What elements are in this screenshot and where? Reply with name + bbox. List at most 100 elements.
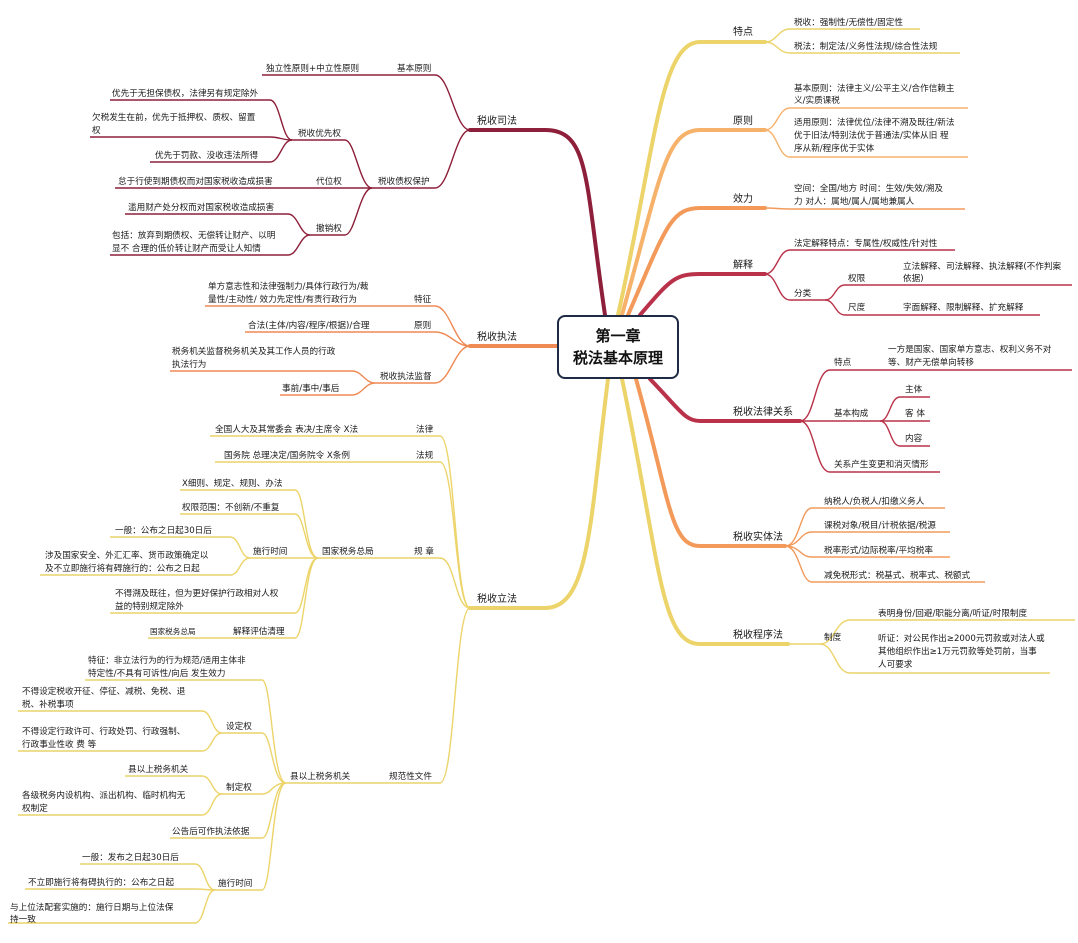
sifa-jiben-text: 独立性原则+中立性原则 [266, 62, 359, 74]
jieshi-quanxian-text: 立法解释、司法解释、执法解释(不作判案 [903, 260, 1061, 272]
jieshi-fixed: 法定解释特点：专属性/权威性/针对性 [794, 237, 938, 249]
guanxi-part: 内容 [905, 432, 923, 444]
lifa-falv-text: 全国人大及其常委会 表决/主席令 X法 [215, 423, 359, 435]
branch-zhifa[interactable]: 税收执法 [477, 330, 517, 343]
jiandu-item: 税务机关监督税务机关及其工作人员的行政 [172, 345, 336, 357]
yuanze-item: 适用原则：法律优位/法律不溯及既往/新法 [794, 116, 955, 128]
zongju-shixing[interactable]: 施行时间 [253, 545, 287, 557]
zhifa-tezheng-text: 单方意志性和法律强制力/具体行政行为/裁 [208, 280, 369, 292]
jieshi-chidu-text: 字面解释、限制解释、扩充解释 [903, 301, 1024, 313]
branch-yuanze[interactable]: 原则 [733, 114, 753, 127]
yuanze-item: 义/实质课税 [794, 94, 840, 106]
xianyi-label[interactable]: 县以上税务机关 [290, 770, 351, 782]
zongju-shixing-item: 益的特别规定除外 [115, 600, 184, 612]
zongju-jieshi-text: 国家税务总局 [150, 626, 196, 636]
lifa-guifan[interactable]: 规范性文件 [389, 770, 432, 782]
zongju-shixing-item: 及不立即施行将有碍施行的：公布之日起 [45, 562, 200, 574]
guanxi-tedian-text: 一方是国家、国家单方意志、权利义务不对 [888, 343, 1052, 355]
branch-tedian[interactable]: 特点 [733, 26, 753, 38]
youxian-item: 优先于无担保债权，法律另有规定除外 [112, 87, 259, 99]
lifa-fagui[interactable]: 法规 [416, 449, 434, 461]
branch-line-lifa [468, 377, 610, 610]
xiaoli-item: 力 对人：属地/属人/属地兼属人 [794, 195, 915, 207]
zongju-jieshi[interactable]: 解释评估清理 [233, 625, 285, 637]
zhiding-label[interactable]: 制定权 [226, 781, 252, 793]
jieshi-fenlei[interactable]: 分类 [794, 287, 812, 299]
branch-line-tedian [616, 40, 767, 317]
daiwei-text: 怠于行使到期债权而对国家税收造成损害 [118, 175, 273, 187]
guifan-shixing-item: 与上位法配套实施的：施行日期与上位法保 [10, 901, 174, 913]
zongju-shixing-item: 涉及国家安全、外汇汇率、货币政策确定以 [45, 549, 209, 561]
yuanze-item: 基本原则：法律主义/公平主义/合作信赖主 [794, 82, 955, 94]
youxian-label[interactable]: 税收优先权 [298, 127, 341, 139]
chengxu-item: 听证：对公民作出≥2000元罚款或对法人或 [878, 632, 1045, 644]
daiwei-label[interactable]: 代位权 [316, 175, 342, 187]
jieshi-quanxian[interactable]: 权限 [848, 272, 866, 284]
tedian-item: 税收：强制性/无偿性/固定性 [794, 16, 903, 28]
chexiao-item: 显不 合理的低价转让财产而受让人知情 [112, 242, 261, 254]
yuanze-item: 序从新/程序优于实体 [794, 142, 875, 154]
guifan-shixing-item: 不立即施行将有碍执行的：公布之日起 [28, 876, 175, 888]
guanxi-tedian-text: 等、财产无偿单向转移 [888, 356, 974, 368]
branch-line-chengxu [620, 377, 790, 646]
sheding-item: 不得设定税收开征、停征、减税、免税、退 [22, 685, 186, 697]
branch-line-shiti [634, 377, 787, 548]
guifan-shixing[interactable]: 施行时间 [218, 877, 252, 889]
branch-line-xiaoli [626, 206, 767, 317]
guanxi-part: 主体 [905, 383, 923, 395]
sheding-item: 行政事业性收 费 等 [22, 738, 97, 750]
xianyi-tezheng: 特征：非立法行为的行为规范/适用主体非 [88, 654, 246, 666]
chexiao-item: 包括：放弃到期债权、无偿转让财产、以明 [112, 229, 275, 241]
lifa-falv[interactable]: 法律 [416, 423, 434, 435]
zhiding-item: 权制定 [22, 802, 48, 814]
branch-shiti[interactable]: 税收实体法 [733, 530, 783, 543]
jieshi-chidu[interactable]: 尺度 [848, 301, 866, 313]
sheding-item: 不得设定行政许可、行政处罚、行政强制、 [22, 725, 185, 737]
jiandu-item: 执法行为 [172, 358, 206, 370]
zhifa-tezheng-text: 量性/主动性/ 效力先定性/有责行政行为 [208, 293, 357, 305]
root-topic[interactable]: 第一章 税法基本原理 [557, 315, 679, 379]
tedian-item: 税法：制定法/义务性法规/综合性法规 [794, 40, 938, 52]
guifan-shixing-item: 持一致 [10, 913, 36, 925]
sifa-baohu[interactable]: 税收债权保护 [378, 175, 430, 187]
guanxi-goucheng[interactable]: 基本构成 [834, 407, 869, 419]
chengxu-item: 人可要求 [878, 658, 913, 670]
branch-line-guanxi [648, 377, 802, 423]
shiti-item: 课税对象/税目/计税依据/税源 [824, 519, 936, 531]
zhifa-tezheng[interactable]: 特征 [414, 293, 432, 305]
branch-guanxi[interactable]: 税收法律关系 [733, 405, 793, 418]
sifa-jiben[interactable]: 基本原则 [397, 62, 431, 74]
zhifa-yuanze[interactable]: 原则 [414, 319, 431, 331]
guanxi-part: 客 体 [905, 407, 925, 419]
youxian-item: 权 [92, 124, 101, 136]
zhifa-jiandu[interactable]: 税收执法监督 [380, 370, 432, 382]
branch-jieshi[interactable]: 解释 [733, 258, 753, 271]
chexiao-item: 滥用财产处分权而对国家税收造成损害 [128, 201, 275, 213]
branch-chengxu[interactable]: 税收程序法 [733, 628, 783, 641]
guifan-shixing-item: 一般：发布之日起30日后 [82, 851, 179, 863]
chexiao-label[interactable]: 撤销权 [316, 222, 342, 234]
branch-line-jieshi [638, 272, 767, 317]
branch-sifa[interactable]: 税收司法 [477, 114, 517, 127]
branch-lifa[interactable]: 税收立法 [477, 592, 517, 605]
sheding-item: 税、补税事项 [22, 698, 74, 710]
lifa-guizhang[interactable]: 规 章 [414, 545, 434, 557]
guanxi-change: 关系产生变更和消灭情形 [834, 458, 929, 470]
jiandu-item: 事前/事中/事后 [282, 382, 340, 394]
branch-line-sifa [468, 128, 607, 317]
root-title-line2: 税法基本原理 [572, 349, 663, 367]
jieshi-quanxian-text: 依据) [903, 272, 924, 284]
gonggao-text: 公告后可作执法依据 [172, 825, 250, 837]
branch-xiaoli[interactable]: 效力 [733, 192, 753, 205]
guanxi-tedian[interactable]: 特点 [834, 356, 852, 368]
zongju-item: X细则、规定、规则、办法 [182, 477, 283, 489]
chengxu-zhidu[interactable]: 制度 [824, 631, 842, 643]
youxian-item: 优先于罚款、没收违法所得 [155, 149, 259, 161]
zongju-shixing-item: 不得溯及既往，但为更好保护行政相对人权 [115, 587, 279, 599]
zhiding-item: 各级税务内设机构、派出机构、临时机构无 [22, 789, 186, 801]
zongju-item: 权限范围：不创新/不重复 [182, 501, 280, 513]
zongju-label[interactable]: 国家税务总局 [322, 545, 374, 557]
sheding-label[interactable]: 设定权 [226, 720, 252, 732]
chengxu-item: 表明身份/回避/职能分离/听证/时限制度 [878, 607, 1027, 619]
